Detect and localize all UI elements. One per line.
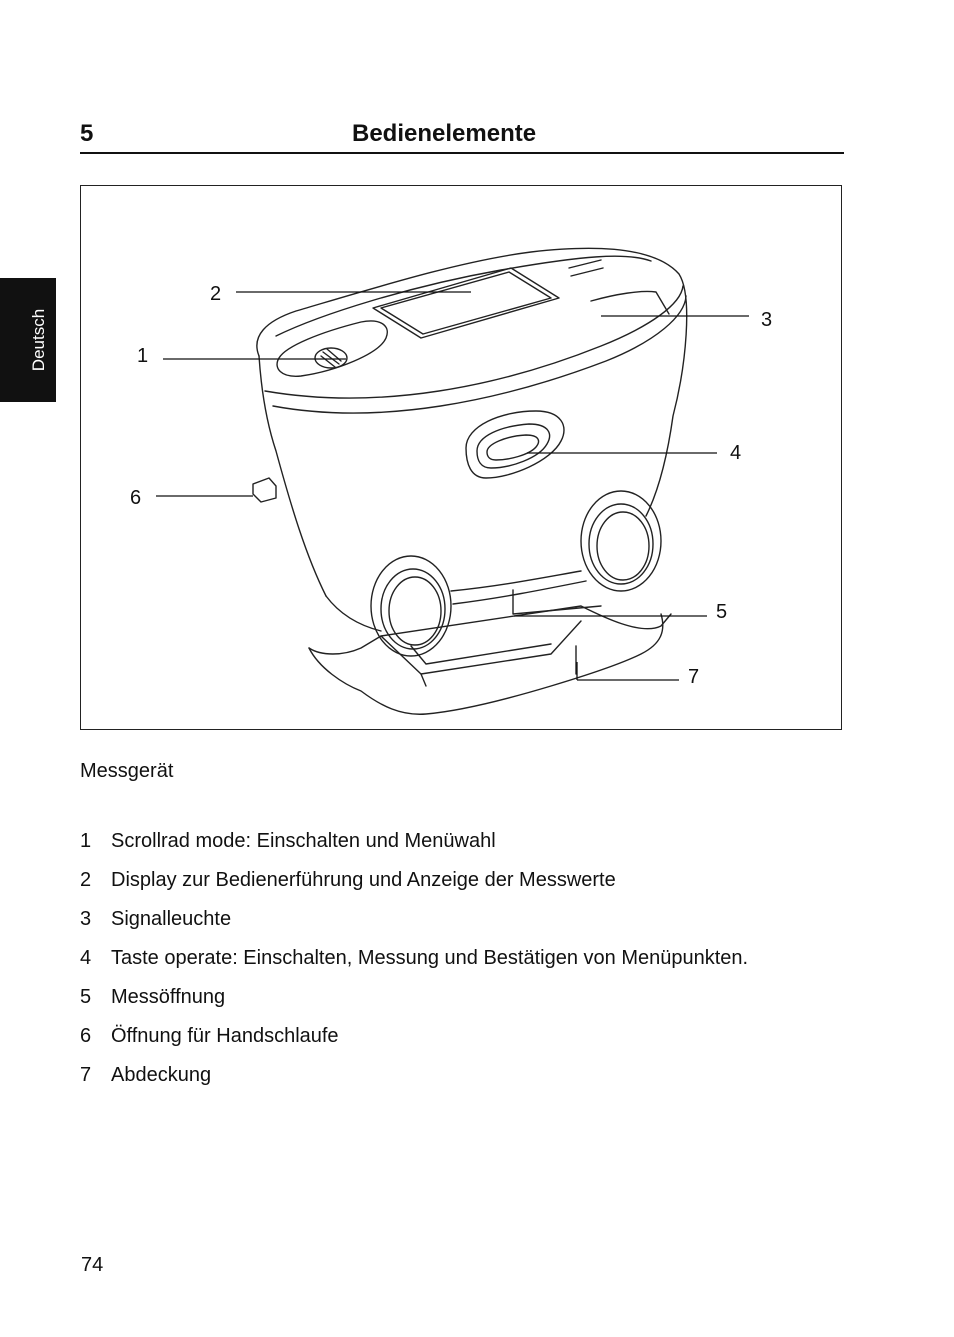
legend-number: 2 (80, 869, 92, 891)
callout-5: 5 (716, 601, 728, 623)
section-number: 5 (80, 120, 94, 147)
page-number: 74 (81, 1254, 104, 1276)
device-figure: 1 2 3 4 5 6 7 (80, 185, 842, 730)
legend-text: Display zur Bedienerführung und Anzeige … (111, 869, 616, 891)
section-header: 5 Bedienelemente (80, 118, 844, 154)
callout-leaders (156, 291, 749, 681)
legend-text: Öffnung für Handschlaufe (111, 1025, 339, 1047)
callout-6: 6 (130, 487, 142, 509)
legend-number: 6 (80, 1025, 92, 1047)
legend-text: Scrollrad mode: Einschalten und Menüwahl (111, 830, 496, 852)
legend-number: 4 (80, 947, 92, 969)
device-illustration (252, 247, 688, 715)
callout-2: 2 (210, 283, 222, 305)
legend-text: Messöffnung (111, 986, 226, 1008)
legend-number: 5 (80, 986, 92, 1008)
legend-number: 7 (80, 1064, 92, 1086)
section-title: Bedienelemente (352, 120, 537, 147)
legend-number: 1 (80, 830, 92, 852)
callout-7: 7 (688, 666, 700, 688)
legend-text: Taste operate: Einschalten, Messung und … (111, 947, 749, 969)
callout-4: 4 (730, 442, 742, 464)
language-tab (0, 278, 56, 402)
figure-caption: Messgerät (80, 760, 174, 782)
legend-text: Abdeckung (111, 1064, 212, 1086)
language-tab-label: Deutsch (29, 308, 48, 372)
callout-1: 1 (137, 345, 149, 367)
callout-3: 3 (761, 309, 773, 331)
legend-number: 3 (80, 908, 92, 930)
legend-text: Signalleuchte (111, 908, 232, 930)
